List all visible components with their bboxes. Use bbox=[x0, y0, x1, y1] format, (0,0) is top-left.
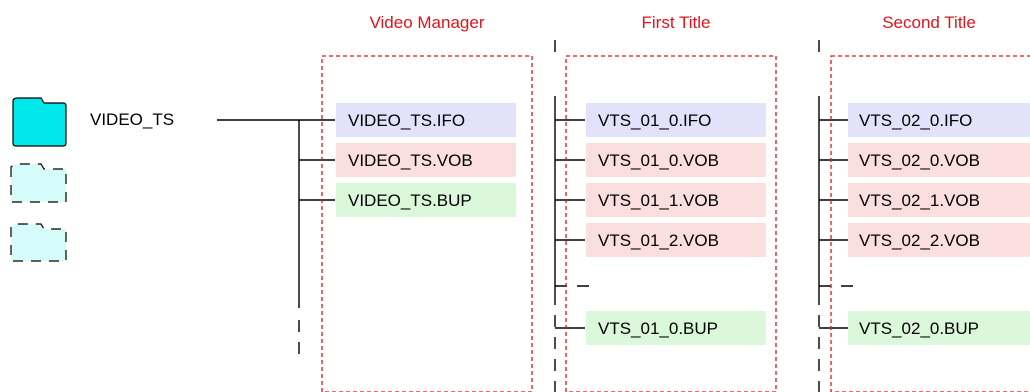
file-item[interactable]: VTS_01_0.VOB bbox=[586, 143, 766, 177]
folder-icon[interactable] bbox=[12, 97, 67, 147]
group-frame bbox=[830, 55, 1030, 392]
file-item[interactable]: VTS_02_0.BUP bbox=[848, 311, 1030, 345]
file-name: VTS_02_0.IFO bbox=[859, 111, 972, 130]
file-name: VTS_01_0.BUP bbox=[598, 319, 718, 338]
ghost-folder-icon bbox=[10, 163, 67, 203]
ghost-folder-icon bbox=[10, 223, 67, 262]
file-name: VTS_02_2.VOB bbox=[859, 231, 980, 250]
root-branch bbox=[217, 119, 335, 354]
file-name: VIDEO_TS.BUP bbox=[348, 191, 472, 210]
group-second-title: Second Title VTS_02_0.IFO VTS_02_0.VOB V… bbox=[818, 13, 1030, 392]
file-item[interactable]: VIDEO_TS.VOB bbox=[336, 143, 516, 177]
file-item[interactable]: VTS_02_0.IFO bbox=[848, 103, 1030, 137]
file-name: VIDEO_TS.VOB bbox=[348, 151, 473, 170]
file-item[interactable]: VTS_02_0.VOB bbox=[848, 143, 1030, 177]
root-folder-label: VIDEO_TS bbox=[90, 110, 174, 129]
file-name: VTS_01_1.VOB bbox=[598, 191, 719, 210]
file-name: VTS_01_0.VOB bbox=[598, 151, 719, 170]
file-name: VIDEO_TS.IFO bbox=[348, 111, 465, 130]
file-item[interactable]: VIDEO_TS.BUP bbox=[336, 183, 516, 217]
file-name: VTS_02_0.BUP bbox=[859, 319, 979, 338]
group-first-title: First Title VTS_01_0.IFO VTS_01_0.VOB VT… bbox=[554, 13, 777, 392]
file-item[interactable]: VTS_01_0.BUP bbox=[586, 311, 766, 345]
file-item[interactable]: VIDEO_TS.IFO bbox=[336, 103, 516, 137]
file-name: VTS_01_0.IFO bbox=[598, 111, 711, 130]
file-item[interactable]: VTS_01_0.IFO bbox=[586, 103, 766, 137]
group-title: First Title bbox=[642, 13, 711, 32]
group-video-manager: Video Manager VIDEO_TS.IFO VIDEO_TS.VOB … bbox=[321, 13, 533, 392]
group-frame bbox=[321, 55, 533, 392]
file-item[interactable]: VTS_01_2.VOB bbox=[586, 223, 766, 257]
group-title: Video Manager bbox=[370, 13, 485, 32]
group-title: Second Title bbox=[882, 13, 976, 32]
file-item[interactable]: VTS_02_2.VOB bbox=[848, 223, 1030, 257]
file-name: VTS_02_0.VOB bbox=[859, 151, 980, 170]
file-name: VTS_02_1.VOB bbox=[859, 191, 980, 210]
file-name: VTS_01_2.VOB bbox=[598, 231, 719, 250]
group-frame bbox=[565, 55, 777, 392]
file-item[interactable]: VTS_02_1.VOB bbox=[848, 183, 1030, 217]
file-item[interactable]: VTS_01_1.VOB bbox=[586, 183, 766, 217]
